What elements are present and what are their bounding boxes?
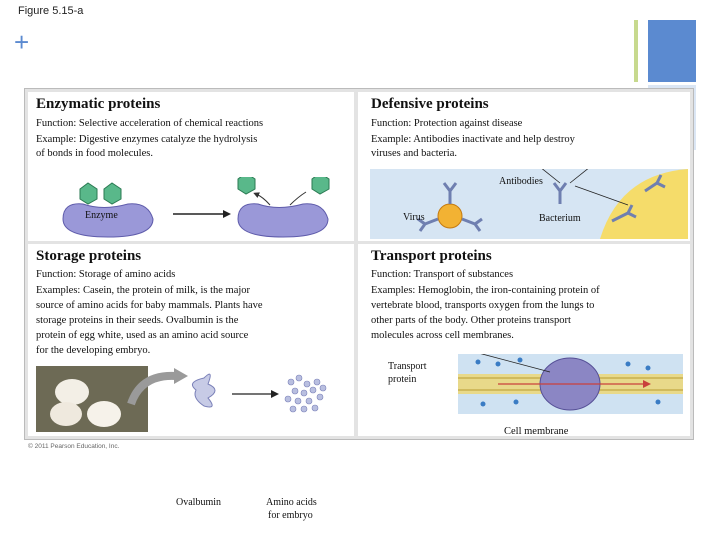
transport-cell: Transport proteins Function: Transport o… [358, 244, 690, 437]
amino-acids-icon [284, 374, 327, 413]
enzyme-shape-icon [237, 203, 329, 238]
storage-example-line1: Examples: Casein, the protein of milk, i… [36, 285, 251, 296]
transport-arrow-icon [643, 380, 651, 388]
virus-label: Virus [403, 212, 425, 223]
enzyme-illustration [62, 177, 330, 238]
egg-icon [87, 401, 121, 427]
decorative-green-bar [634, 20, 638, 82]
reaction-arrow-icon [223, 210, 231, 218]
transport-protein-label-line2: protein [388, 374, 417, 385]
virus-icon [437, 203, 463, 229]
ovalbumin-icon [191, 373, 216, 408]
storage-example-line3: storage proteins in their seeds. Ovalbum… [36, 315, 239, 326]
egg-icon [50, 402, 82, 426]
storage-illustration [36, 366, 327, 432]
substrate-molecule-icon [103, 182, 122, 205]
storage-example-line4: protein of egg white, used as an amino a… [36, 330, 249, 341]
storage-title: Storage proteins [36, 248, 142, 264]
transport-example-line4: molecules across cell membranes. [371, 330, 514, 341]
decorative-blue-block [648, 20, 696, 82]
amino-acids-label-line1: Amino acids [266, 497, 317, 508]
defensive-function: Function: Protection against disease [371, 118, 523, 129]
bacterium-label: Bacterium [539, 213, 581, 224]
enzyme-label: Enzyme [85, 210, 118, 221]
transported-molecules-icon [475, 357, 661, 407]
membrane-illustration [458, 354, 683, 414]
storage-cell: Storage proteins Function: Storage of am… [28, 244, 354, 521]
figure-panel: Enzymatic proteins Function: Selective a… [24, 88, 694, 521]
transport-example-line2: vertebrate blood, transports oxygen from… [371, 300, 595, 311]
amino-acids-label-line2: for embryo [268, 510, 313, 521]
transport-example-line3: other parts of the body. Other proteins … [371, 315, 571, 326]
enzyme-shape-icon [62, 203, 154, 238]
storage-example-line5: for the developing embryo. [36, 345, 151, 356]
storage-example-line2: source of amino acids for baby mammals. … [36, 300, 263, 311]
figure-label: Figure 5.15-a [18, 5, 84, 17]
enzymatic-function: Function: Selective acceleration of chem… [36, 118, 264, 129]
enzymatic-cell: Enzymatic proteins Function: Selective a… [28, 92, 354, 241]
defensive-title: Defensive proteins [371, 96, 489, 112]
antibodies-label: Antibodies [499, 176, 543, 187]
cell-membrane-label: Cell membrane [504, 426, 569, 437]
transport-protein-label-line1: Transport [388, 361, 427, 372]
storage-function: Function: Storage of amino acids [36, 269, 176, 280]
copyright-notice: © 2011 Pearson Education, Inc. [28, 443, 120, 450]
defensive-cell: Defensive proteins Function: Protection … [358, 92, 690, 241]
arrow-icon [271, 390, 279, 398]
product-molecule-icon [237, 177, 256, 195]
transport-title: Transport proteins [371, 248, 492, 264]
defensive-example-line1: Example: Antibodies inactivate and help … [371, 134, 575, 145]
plus-decoration-icon: + [14, 27, 30, 57]
ovalbumin-label: Ovalbumin [176, 497, 221, 508]
egg-icon [55, 379, 89, 405]
transport-example-line1: Examples: Hemoglobin, the iron-containin… [371, 285, 600, 296]
transport-function: Function: Transport of substances [371, 269, 514, 280]
enzymatic-example-line1: Example: Digestive enzymes catalyze the … [36, 134, 258, 145]
product-molecule-icon [311, 177, 330, 195]
bacterium-shape-icon [600, 169, 688, 239]
defensive-example-line2: viruses and bacteria. [371, 148, 458, 159]
substrate-molecule-icon [79, 182, 98, 205]
enzymatic-example-line2: of bonds in food molecules. [36, 148, 153, 159]
curved-arrow-icon [127, 371, 177, 406]
antibody-illustration [370, 169, 688, 239]
enzymatic-title: Enzymatic proteins [36, 96, 161, 112]
